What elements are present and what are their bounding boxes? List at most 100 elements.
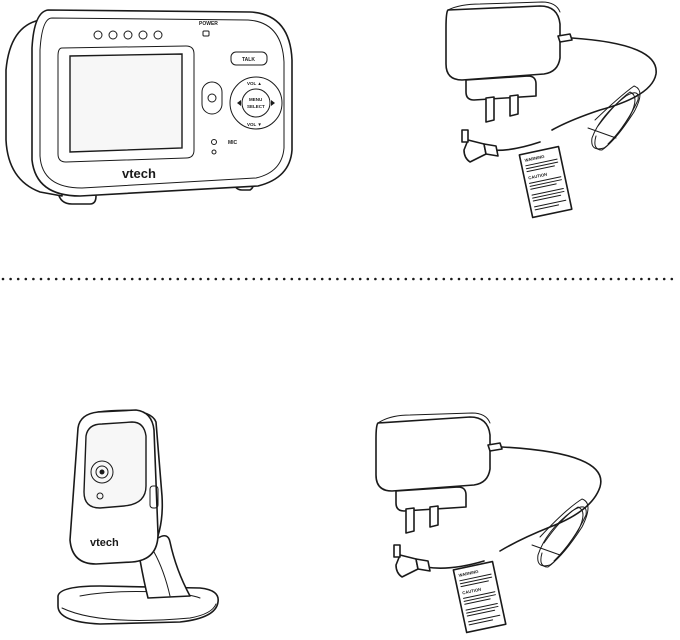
adapter-1-tag-line-11 — [534, 204, 560, 211]
adapter-2-tag-line-8 — [466, 605, 499, 614]
navigation-pad — [229, 76, 283, 130]
parent-unit-logo: vtech — [122, 166, 156, 181]
adapter-2-plug-base — [395, 486, 467, 512]
adapter-1-dc-plug-tip — [461, 129, 469, 143]
mic-hole — [211, 149, 217, 155]
adapter-1-dc-plug-housing — [463, 139, 487, 163]
adapter-2-top-edge — [377, 412, 491, 424]
adapter-1-cord-end — [489, 141, 541, 152]
adapter-1-tag-caution-text: CAUTION — [528, 172, 548, 181]
adapter-1-coil — [591, 85, 641, 150]
mic-icon — [211, 139, 217, 145]
camera-lens-center — [99, 469, 105, 475]
power-adapter-2-drawing: WARNING CAUTION — [375, 412, 602, 634]
adapter-2-tag-line-4 — [463, 591, 496, 599]
adapter-1-prong-right — [509, 94, 519, 117]
adapter-1-body — [445, 5, 561, 81]
adapter-2-tag-line-6 — [464, 598, 491, 605]
indicator-light-2 — [108, 30, 118, 40]
adapter-2-coil-inner — [540, 506, 584, 568]
adapter-2-dc-plug-housing — [395, 554, 419, 578]
adapter-2-tag-warning-text: WARNING — [458, 569, 479, 578]
adapter-2-tag-caution-text: CAUTION — [462, 587, 482, 596]
menu-label: MENU — [249, 97, 262, 102]
indicator-light-5 — [153, 30, 163, 40]
power-label: POWER — [199, 21, 218, 27]
adapter-2-strain-relief — [487, 442, 503, 452]
camera-side-button — [149, 485, 159, 509]
screen-frame — [57, 45, 195, 163]
adapter-1-tag-line-8 — [532, 190, 565, 199]
adapter-2-prong-right — [429, 505, 439, 528]
camera-lens — [95, 465, 109, 479]
magnifier-icon — [207, 93, 217, 103]
power-adapter-2-illustration: WARNING CAUTION — [360, 405, 620, 637]
adapter-2-tag-line-9 — [466, 609, 496, 617]
adapter-1-top-edge — [447, 1, 561, 13]
adapter-1-tag-line-10 — [534, 199, 567, 208]
adapter-1-tag-line-4 — [529, 176, 562, 184]
camera-unit-illustration: vtech — [40, 400, 240, 640]
menu-select-button — [241, 88, 271, 118]
adapter-1-tag-line-7 — [531, 187, 564, 196]
adapter-1-tag-warning-text: WARNING — [524, 154, 545, 163]
camera-lens-panel — [83, 421, 147, 509]
indicator-light-3 — [123, 30, 133, 40]
power-adapter-1-illustration: WARNING CAUTION — [420, 0, 670, 230]
adapter-1-twist-tie — [587, 127, 617, 139]
adapter-2-tag-line-10 — [468, 614, 501, 623]
adapter-1-warning-tag: WARNING CAUTION — [518, 145, 573, 219]
adapter-2-warning-tag: WARNING CAUTION — [452, 560, 507, 634]
camera-unit-drawing: vtech — [57, 409, 219, 625]
talk-button — [230, 51, 268, 66]
adapter-2-coil — [537, 498, 589, 567]
adapter-1-prong-left — [485, 96, 495, 123]
adapter-2-dc-plug-collar — [415, 558, 431, 572]
adapter-2-tag-line-3 — [460, 580, 489, 588]
indicator-light-4 — [138, 30, 148, 40]
adapter-2-tag-line-11 — [468, 619, 494, 626]
adapter-1-dc-plug-collar — [483, 143, 499, 157]
adapter-1-plug-base — [465, 75, 537, 101]
camera-power-icon — [96, 492, 104, 500]
adapter-2-tag-line-2 — [459, 576, 493, 585]
adapter-1-tag-line-2 — [525, 161, 559, 170]
camera-base-edge — [61, 603, 217, 621]
adapter-1-tag-line-6 — [530, 183, 557, 190]
adapter-2-dc-plug-tip — [393, 544, 401, 558]
section-divider — [0, 276, 680, 282]
adapter-1-tag-line-5 — [529, 179, 562, 187]
adapter-2-prong-left — [405, 507, 415, 534]
volume-up-label: VOL ▲ — [247, 81, 262, 86]
power-adapter-1-drawing: WARNING CAUTION — [445, 1, 657, 219]
camera-lens-ring — [90, 460, 114, 484]
adapter-2-cord — [499, 446, 602, 552]
volume-down-label: VOL ▼ — [247, 122, 262, 127]
talk-label: TALK — [242, 57, 255, 63]
adapter-1-strain-relief — [557, 33, 573, 43]
mic-label: MIC — [228, 140, 238, 146]
zoom-button — [201, 81, 223, 115]
adapter-2-body — [375, 416, 491, 492]
power-button — [202, 30, 210, 37]
adapter-2-tag-line-5 — [463, 594, 496, 602]
right-arrow-icon — [271, 100, 275, 106]
parent-unit-illustration: POWER TALK MENU SELECT VOL ▲ VOL ▼ MIC v… — [0, 0, 300, 215]
parent-unit-bezel — [39, 17, 285, 189]
indicator-light-1 — [93, 30, 103, 40]
select-label: SELECT — [247, 104, 265, 109]
adapter-1-cord — [551, 37, 657, 131]
adapter-1-tag-line-3 — [526, 165, 555, 173]
adapter-2-tag-line-1 — [459, 573, 492, 582]
camera-unit-logo: vtech — [90, 537, 119, 549]
adapter-2-twist-tie — [531, 544, 561, 556]
left-arrow-icon — [237, 100, 241, 106]
adapter-1-coil-inner — [594, 91, 636, 151]
parent-unit-foot-left — [57, 191, 97, 205]
adapter-1-tag-line-9 — [532, 194, 562, 202]
screen-display — [69, 53, 183, 153]
camera-stand-edge — [153, 551, 171, 597]
dotted-line — [1, 277, 679, 281]
parent-unit-drawing: POWER TALK MENU SELECT VOL ▲ VOL ▼ MIC v… — [5, 9, 293, 205]
adapter-1-tag-line-1 — [525, 158, 558, 167]
